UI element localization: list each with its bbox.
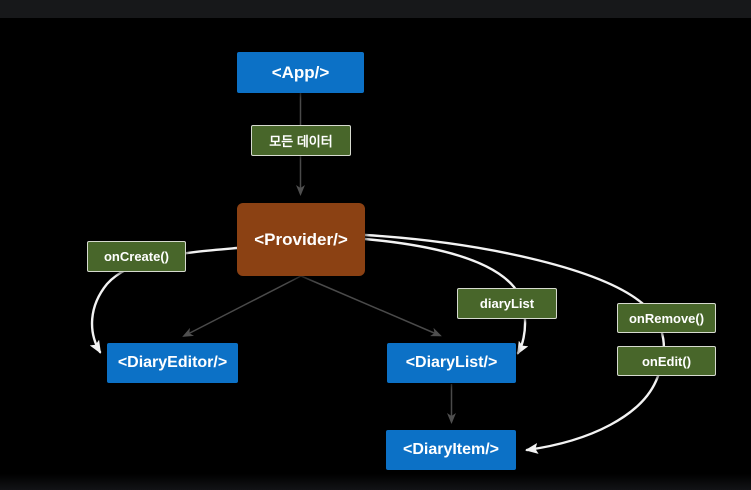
label-diarylist-prop: diaryList [457,288,557,319]
label-all-data: 모든 데이터 [251,125,351,156]
arrow-provider-to-diarylist [300,275,442,337]
node-provider-label: <Provider/> [254,229,348,249]
node-app-label: <App/> [271,62,330,82]
label-oncreate-text: onCreate() [103,249,169,264]
node-diarylist: <DiaryList/> [387,343,516,383]
node-diaryitem-label: <DiaryItem/> [402,441,500,458]
label-onremove: onRemove() [617,303,716,333]
label-oncreate: onCreate() [87,241,186,272]
curve-oncreate-to-diaryeditor [89,246,239,354]
node-diarylist-label: <DiaryList/> [405,354,498,371]
node-diaryeditor-label: <DiaryEditor/> [117,354,228,371]
node-provider: <Provider/> [237,203,365,276]
bottom-fade [0,474,751,490]
label-onedit-text: onEdit() [641,353,692,369]
label-diarylist-prop-text: diaryList [479,296,535,311]
node-diaryeditor: <DiaryEditor/> [107,343,238,383]
node-diaryitem: <DiaryItem/> [386,430,516,470]
label-all-data-text: 모든 데이터 [269,134,333,149]
top-window-strip [0,0,751,18]
label-onedit: onEdit() [617,346,716,376]
curve-diarylist-prop-to-diarylist [363,237,529,355]
arrow-provider-to-diaryeditor [182,275,302,337]
label-onremove-text: onRemove() [628,310,705,326]
node-app: <App/> [237,52,364,93]
